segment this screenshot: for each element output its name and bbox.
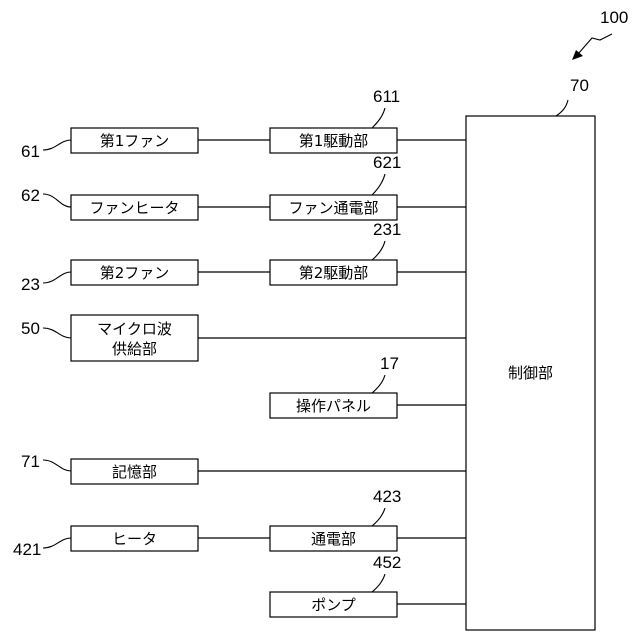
fan1-ref: 61	[21, 142, 40, 161]
fan2-driver-leader	[372, 241, 385, 260]
fan1-driver-leader	[372, 108, 385, 128]
fan2-driver-label: 第2駆動部	[299, 264, 369, 282]
pump-label: ポンプ	[311, 596, 356, 614]
fan-energizer-label: ファン通電部	[288, 199, 378, 217]
controller-ref: 70	[570, 76, 589, 95]
heater-label: ヒータ	[112, 530, 157, 548]
microwave-label-line2: 供給部	[112, 340, 157, 358]
energizer-leader	[372, 508, 385, 526]
fan-energizer-leader	[372, 174, 385, 195]
pump-ref: 452	[373, 553, 401, 572]
fan-heater-ref: 62	[21, 186, 40, 205]
storage-ref: 71	[21, 452, 40, 471]
storage-label: 記憶部	[112, 463, 157, 481]
microwave-leader	[43, 328, 71, 338]
fan2-ref: 23	[21, 275, 40, 294]
fan1-label: 第1ファン	[100, 132, 170, 150]
fan-heater-label: ファンヒータ	[89, 199, 179, 217]
fan2-label: 第2ファン	[100, 264, 170, 282]
fan-energizer-ref: 621	[373, 153, 401, 172]
controller-label: 制御部	[508, 364, 553, 382]
fan2-driver-ref: 231	[373, 220, 401, 239]
figure-ref-label: 100	[600, 8, 628, 27]
microwave-ref: 50	[21, 319, 40, 338]
panel-ref: 17	[380, 354, 399, 373]
heater-ref: 421	[13, 540, 41, 559]
fan-heater-leader	[43, 194, 71, 207]
pump-leader	[372, 574, 385, 592]
fan1-leader	[43, 140, 71, 150]
heater-leader	[43, 538, 71, 548]
panel-leader	[372, 375, 385, 393]
figure-ref-arrow	[572, 34, 612, 60]
microwave-label-line1: マイクロ波	[97, 320, 172, 338]
panel-label: 操作パネル	[296, 397, 371, 415]
energizer-label: 通電部	[311, 530, 356, 548]
fan2-leader	[43, 272, 71, 283]
fan1-driver-ref: 611	[373, 87, 400, 106]
energizer-ref: 423	[373, 487, 401, 506]
storage-leader	[43, 460, 71, 471]
fan1-driver-label: 第1駆動部	[299, 132, 369, 150]
controller-leader	[556, 100, 568, 116]
